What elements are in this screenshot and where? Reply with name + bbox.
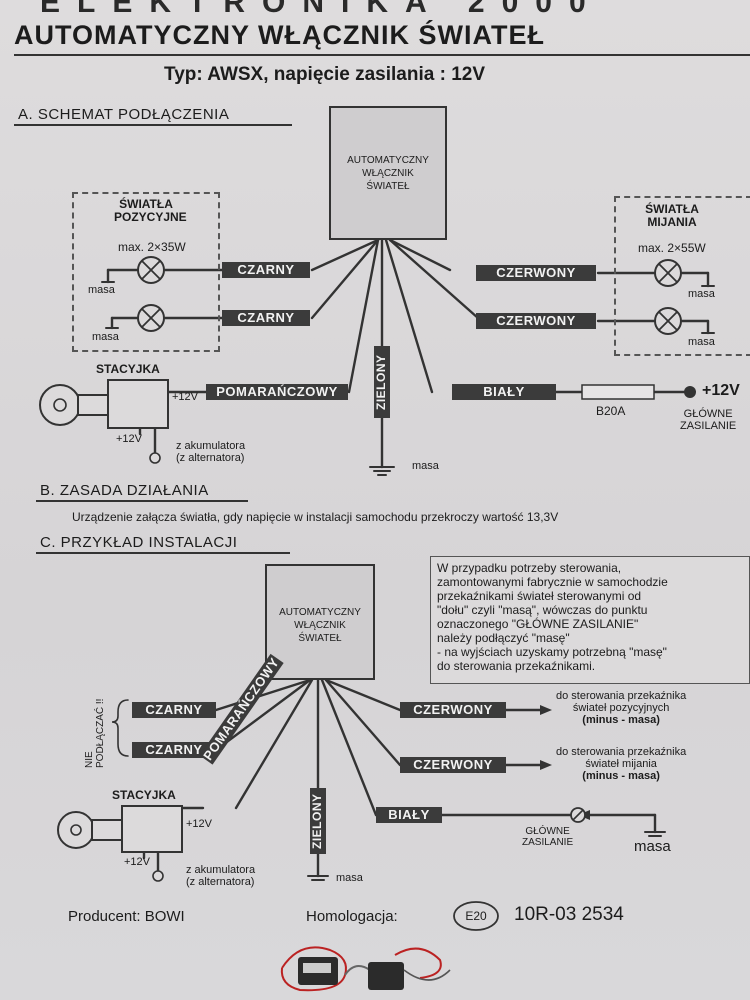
relay-position-note: do sterowania przekaźnika świateł pozycy…: [556, 690, 687, 726]
wire-white: BIAŁY: [376, 807, 442, 823]
controller-box-c: AUTOMATYCZNY WŁĄCZNIK ŚWIATEŁ: [265, 564, 375, 680]
ignition-plus12: +12V: [172, 391, 198, 403]
homologation-code: 10R-03 2534: [514, 904, 624, 925]
note-box: W przypadku potrzeby sterowania, zamonto…: [430, 556, 750, 684]
fuse-label: B20A: [596, 404, 626, 418]
ground-label: masa: [88, 284, 115, 296]
ground-label: masa: [92, 331, 119, 343]
wire-red-2: CZERWONY: [400, 757, 506, 773]
ignition-plus12: +12V: [186, 818, 212, 830]
e-mark: E20: [465, 909, 487, 923]
page-title: AUTOMATYCZNY WŁĄCZNIK ŚWIATEŁ: [14, 20, 545, 50]
ground-label: masa: [634, 838, 671, 855]
section-b-underline: [36, 500, 248, 502]
position-lights-group: [72, 192, 220, 352]
wire-black-1: CZARNY: [222, 262, 310, 278]
product-photo: [280, 946, 451, 992]
ground-label: masa: [412, 460, 439, 472]
main-supply-plus: +12V: [702, 382, 740, 399]
controller-label-line: WŁĄCZNIK: [362, 168, 414, 179]
controller-label-line: AUTOMATYCZNY: [347, 155, 429, 166]
wire-red-2: CZERWONY: [476, 313, 596, 329]
section-a-heading: A. SCHEMAT PODŁĄCZENIA: [18, 106, 230, 123]
controller-label-line: WŁĄCZNIK: [294, 620, 346, 631]
controller-label-line: ŚWIATEŁ: [298, 633, 342, 644]
ignition-label: STACYJKA: [112, 788, 176, 802]
position-lights-title: ŚWIATŁA POZYCYJNE: [114, 197, 187, 224]
controller-box-a: AUTOMATYCZNY WŁĄCZNIK ŚWIATEŁ: [329, 106, 447, 240]
dipped-lights-rating: max. 2×55W: [638, 241, 706, 255]
wire-green: ZIELONY: [374, 346, 390, 418]
ground-label: masa: [688, 288, 715, 300]
wire-red-1: CZERWONY: [476, 265, 596, 281]
wire-red-1: CZERWONY: [400, 702, 506, 718]
wire-black-1: CZARNY: [132, 702, 216, 718]
main-supply-label: GŁÓWNE ZASILANIE: [680, 408, 737, 432]
ground-label: masa: [336, 872, 363, 884]
battery-source: z akumulatora (z alternatora): [186, 864, 256, 888]
dipped-lights-title: ŚWIATŁA MIJANIA: [645, 202, 699, 229]
brand-banner: ELEKTRONIKA 2000: [40, 0, 603, 19]
ground-label: masa: [688, 336, 715, 348]
relay-dipped-note: do sterowania przekaźnika świateł mijani…: [556, 746, 687, 782]
ignition-plus12: +12V: [116, 433, 142, 445]
wire-black-2: CZARNY: [222, 310, 310, 326]
homologation-label: Homologacja:: [306, 908, 398, 925]
producer: Producent: BOWI: [68, 908, 185, 925]
ignition-label: STACYJKA: [96, 362, 160, 376]
title-rule: [14, 54, 750, 56]
section-c-underline: [36, 552, 290, 554]
section-a-underline: [14, 124, 292, 126]
do-not-connect-note: NIE PODŁĄCZAĆ !!: [84, 698, 106, 768]
battery-source: z akumulatora (z alternatora): [176, 440, 246, 464]
ignition-plus12: +12V: [124, 856, 150, 868]
wire-orange: POMARAŃCZOWY: [206, 384, 348, 400]
position-lights-rating: max. 2×35W: [118, 240, 186, 254]
wire-white: BIAŁY: [452, 384, 556, 400]
dipped-lights-group: [614, 196, 750, 356]
section-c-heading: C. PRZYKŁAD INSTALACJI: [40, 534, 238, 551]
main-supply-label: GŁÓWNE ZASILANIE: [522, 826, 574, 848]
wire-black-2: CZARNY: [132, 742, 216, 758]
section-b-heading: B. ZASADA DZIAŁANIA: [40, 482, 209, 499]
controller-label-line: AUTOMATYCZNY: [279, 607, 361, 618]
page-subtitle: Typ: AWSX, napięcie zasilania : 12V: [164, 64, 485, 85]
wire-green: ZIELONY: [310, 788, 326, 854]
section-b-text: Urządzenie załącza światła, gdy napięcie…: [72, 510, 559, 524]
controller-label-line: ŚWIATEŁ: [366, 181, 410, 192]
